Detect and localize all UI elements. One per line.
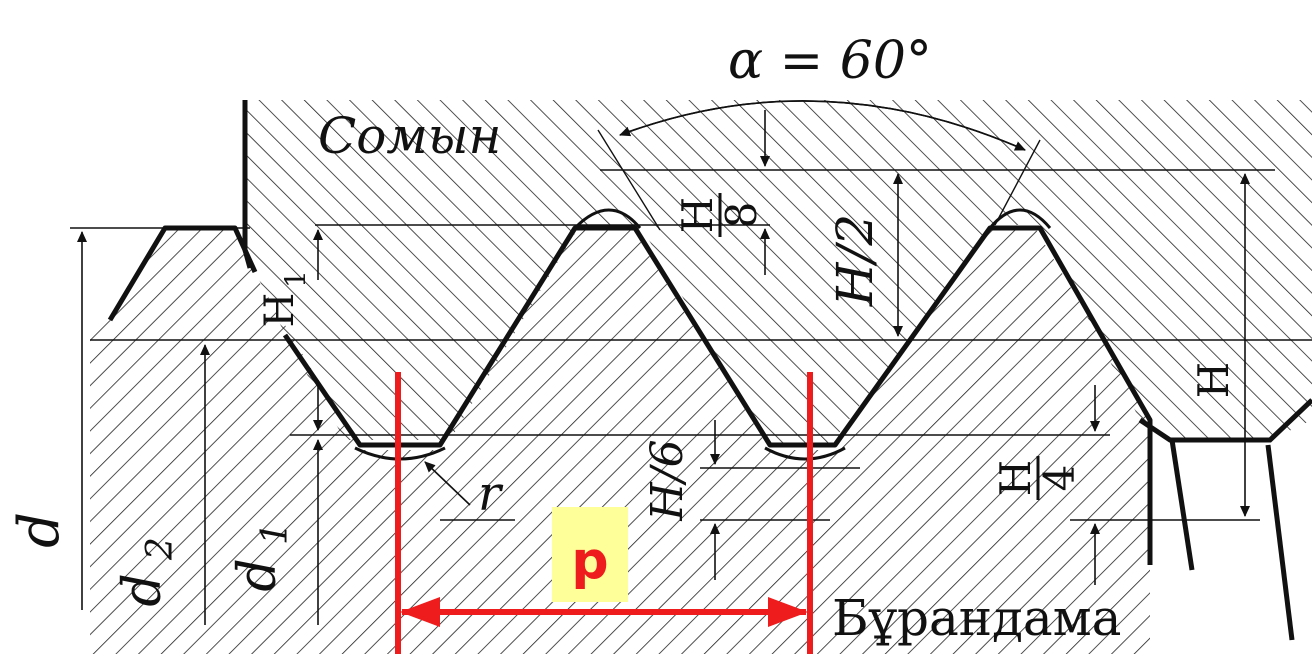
nut-wall	[242, 100, 253, 269]
svg-text:1: 1	[279, 270, 312, 288]
svg-text:8: 8	[717, 202, 766, 229]
svg-text:H/6: H/6	[642, 439, 693, 521]
bolt-label: Бұрандама	[832, 589, 1121, 647]
label-d2: d 2	[113, 537, 181, 607]
pitch-label: p	[571, 531, 608, 591]
pitch-marker: p	[395, 372, 813, 654]
svg-text:H: H	[1189, 362, 1238, 399]
label-h: H	[1189, 362, 1238, 399]
svg-text:4: 4	[1035, 465, 1084, 492]
dimension-arrows	[77, 100, 1250, 625]
label-d: d	[7, 512, 72, 548]
pitch-badge: p	[552, 507, 628, 602]
label-d1: d 1	[228, 522, 296, 592]
angle-label: α = 60°	[728, 31, 932, 91]
svg-text:d: d	[228, 558, 288, 591]
root-arc-right	[764, 446, 846, 461]
nut-region	[245, 100, 1312, 445]
crest-arc-left	[573, 208, 642, 230]
label-h-over-6: H/6	[642, 439, 693, 521]
nut-outline-right	[1138, 398, 1312, 443]
svg-text:H/2: H/2	[826, 214, 884, 307]
label-r: r	[478, 466, 504, 522]
svg-text:1: 1	[255, 522, 296, 545]
bolt-region	[90, 225, 1150, 654]
svg-text:H: H	[991, 460, 1040, 497]
bolt-end-line-2	[1265, 444, 1295, 641]
bolt-thread-outline-2	[282, 225, 1153, 565]
crest-arc-right	[988, 208, 1052, 229]
label-h1: H 1	[257, 270, 312, 327]
label-h-over-8: H 8	[673, 193, 766, 237]
svg-text:d: d	[113, 573, 173, 606]
label-h-over-2: H/2	[826, 214, 884, 307]
reference-lines	[70, 129, 1312, 521]
svg-text:d: d	[7, 512, 72, 548]
nut-label: Сомын	[318, 107, 501, 165]
svg-text:2: 2	[140, 537, 181, 561]
svg-text:H: H	[673, 197, 722, 234]
bolt-end-line-1	[1169, 439, 1195, 571]
label-h-over-4: H 4	[991, 456, 1084, 500]
svg-text:H: H	[257, 293, 303, 328]
